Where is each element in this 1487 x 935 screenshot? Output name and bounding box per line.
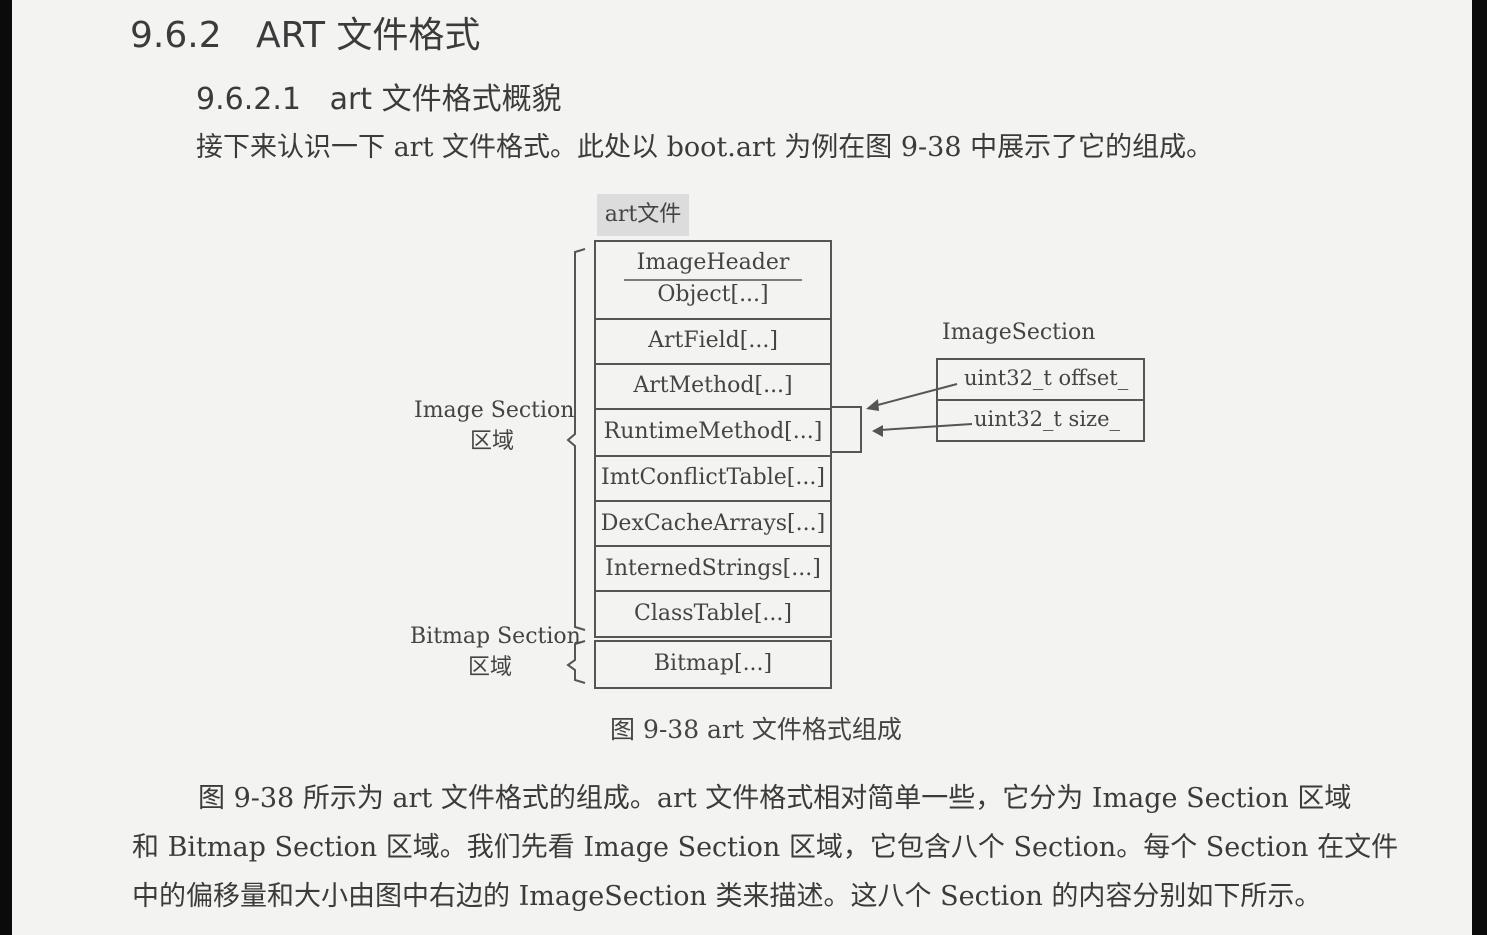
subsection-title: art 文件格式概貌 bbox=[329, 82, 562, 117]
paragraph-line-2: 和 Bitmap Section 区域。我们先看 Image Section 区… bbox=[132, 832, 1399, 863]
paragraph-line-1: 图 9-38 所示为 art 文件格式的组成。art 文件格式相对简单一些，它分… bbox=[132, 774, 1428, 823]
cell-box-bitmap bbox=[594, 640, 832, 689]
cell-object: Object[...] bbox=[657, 282, 769, 307]
paragraph-line-3: 中的偏移量和大小由图中右边的 ImageSection 类来描述。这八个 Sec… bbox=[132, 881, 1322, 912]
imagesection-title: ImageSection bbox=[942, 320, 1096, 345]
image-section-label-line2: 区域 bbox=[469, 429, 514, 454]
cell-imageheader: ImageHeader bbox=[636, 250, 790, 275]
cell-runtimemethod: RuntimeMethod[...] bbox=[603, 419, 823, 444]
book-page: 9.6.2 ART 文件格式 9.6.2.1 art 文件格式概貌 接下来认识一… bbox=[12, 0, 1472, 935]
imagesection-size-field: uint32_t size_ bbox=[974, 407, 1121, 431]
subsection-number: 9.6.2.1 bbox=[196, 82, 301, 117]
image-section-label: Image Section 区域 bbox=[414, 398, 575, 455]
intro-text: 接下来认识一下 art 文件格式。此处以 boot.art 为例在图 9-38 … bbox=[196, 132, 1214, 163]
cell-box-classtable bbox=[594, 590, 832, 638]
imagesection-offset-field: uint32_t offset_ bbox=[964, 366, 1129, 390]
cell-classtable: ClassTable[...] bbox=[634, 601, 792, 626]
figure-lines bbox=[566, 240, 1145, 689]
bitmap-section-label-line1: Bitmap Section bbox=[410, 624, 581, 649]
cell-bitmap: Bitmap[...] bbox=[653, 651, 773, 676]
cell-internedstrings: InternedStrings[...] bbox=[605, 556, 821, 581]
figure-caption: 图 9-38 art 文件格式组成 bbox=[610, 715, 902, 744]
body-paragraph: 图 9-38 所示为 art 文件格式的组成。art 文件格式相对简单一些，它分… bbox=[132, 774, 1428, 921]
bitmap-section-label-line2: 区域 bbox=[467, 655, 512, 680]
bitmap-section-label: Bitmap Section 区域 bbox=[410, 624, 581, 681]
cell-artmethod: ArtMethod[...] bbox=[633, 373, 793, 398]
art-format-figure: art文件 ImageHeader Object[...] ArtField[.… bbox=[12, 0, 1472, 760]
subsection-heading: 9.6.2.1 art 文件格式概貌 bbox=[196, 74, 562, 118]
section-heading: 9.6.2 ART 文件格式 bbox=[130, 6, 480, 58]
image-section-label-line1: Image Section bbox=[414, 398, 575, 423]
cell-dexcachearrays: DexCacheArrays[...] bbox=[600, 511, 826, 536]
section-title: ART 文件格式 bbox=[255, 15, 481, 56]
paragraph-line-1-text: 图 9-38 所示为 art 文件格式的组成。art 文件格式相对简单一些，它分… bbox=[198, 783, 1352, 814]
cell-imtconflicttable: ImtConflictTable[...] bbox=[601, 465, 825, 490]
section-number: 9.6.2 bbox=[130, 15, 222, 56]
cell-artfield: ArtField[...] bbox=[648, 328, 778, 353]
art-file-label: art文件 bbox=[597, 194, 689, 236]
